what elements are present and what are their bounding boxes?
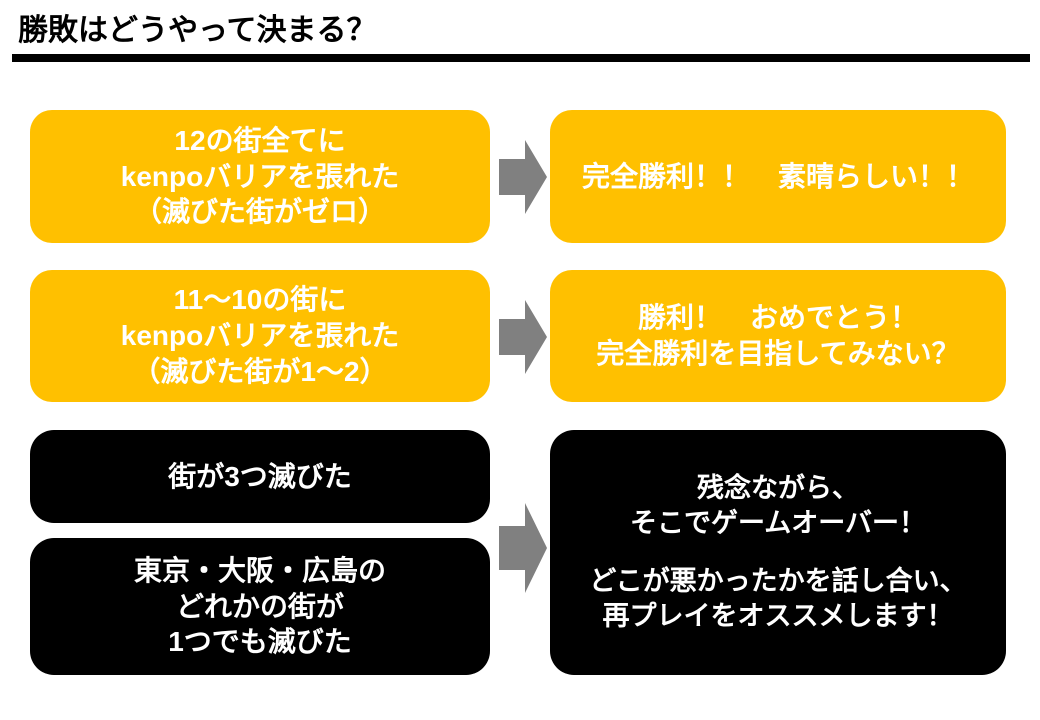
condition-box-2[interactable]: 11〜10の街に kenpoバリアを張れた （滅びた街が1〜2） — [30, 270, 490, 402]
condition-box-3[interactable]: 街が3つ滅びた — [30, 430, 490, 523]
right-arrow-icon-2 — [499, 300, 547, 374]
text-line: どこが悪かったかを話し合い、 — [589, 565, 967, 596]
text-line: 再プレイをオススメします！ — [602, 601, 954, 632]
title-underline-rule — [12, 54, 1030, 62]
condition-box-3-text: 街が3つ滅びた — [40, 459, 480, 495]
condition-box-1[interactable]: 12の街全てに kenpoバリアを張れた （滅びた街がゼロ） — [30, 110, 490, 243]
text-line: 完全勝利！！ 素晴らしい！！ — [581, 160, 974, 192]
text-line: 街が3つ滅びた — [168, 460, 352, 492]
page-title: 勝敗はどうやって決まる？ — [18, 14, 377, 47]
condition-box-4-text: 東京・大阪・広島の どれかの街が 1つでも滅びた — [40, 553, 480, 660]
text-line: そこでゲームオーバー！ — [630, 507, 926, 538]
result-box-3-text: 残念ながら、 そこでゲームオーバー！ どこが悪かったかを話し合い、 再プレイをオ… — [560, 471, 996, 634]
text-line: 11〜10の街に — [173, 284, 347, 316]
result-box-1-text: 完全勝利！！ 素晴らしい！！ — [560, 159, 996, 195]
text-line: 12の街全てに — [174, 124, 346, 156]
result-box-2[interactable]: 勝利！ おめでとう！ 完全勝利を目指してみない？ — [550, 270, 1006, 402]
text-line: 残念ながら、 — [697, 472, 859, 503]
text-line: 勝利！ おめでとう！ — [637, 301, 918, 333]
text-line-spacer — [560, 541, 996, 564]
text-line: 完全勝利を目指してみない？ — [596, 338, 960, 369]
text-line: （滅びた街がゼロ） — [133, 196, 386, 228]
text-line: （滅びた街が1〜2） — [132, 355, 388, 387]
result-box-3[interactable]: 残念ながら、 そこでゲームオーバー！ どこが悪かったかを話し合い、 再プレイをオ… — [550, 430, 1006, 675]
text-line: 東京・大阪・広島の — [133, 554, 386, 586]
text-line: kenpoバリアを張れた — [120, 320, 400, 352]
condition-box-2-text: 11〜10の街に kenpoバリアを張れた （滅びた街が1〜2） — [40, 282, 480, 389]
text-line: kenpoバリアを張れた — [120, 160, 400, 192]
condition-box-4[interactable]: 東京・大阪・広島の どれかの街が 1つでも滅びた — [30, 538, 490, 675]
result-box-1[interactable]: 完全勝利！！ 素晴らしい！！ — [550, 110, 1006, 243]
right-arrow-icon-1 — [499, 140, 547, 214]
right-arrow-icon-3 — [499, 503, 547, 593]
condition-box-1-text: 12の街全てに kenpoバリアを張れた （滅びた街がゼロ） — [40, 123, 480, 230]
text-line: 1つでも滅びた — [168, 626, 352, 658]
result-box-2-text: 勝利！ おめでとう！ 完全勝利を目指してみない？ — [560, 300, 996, 373]
text-line: どれかの街が — [175, 590, 344, 622]
